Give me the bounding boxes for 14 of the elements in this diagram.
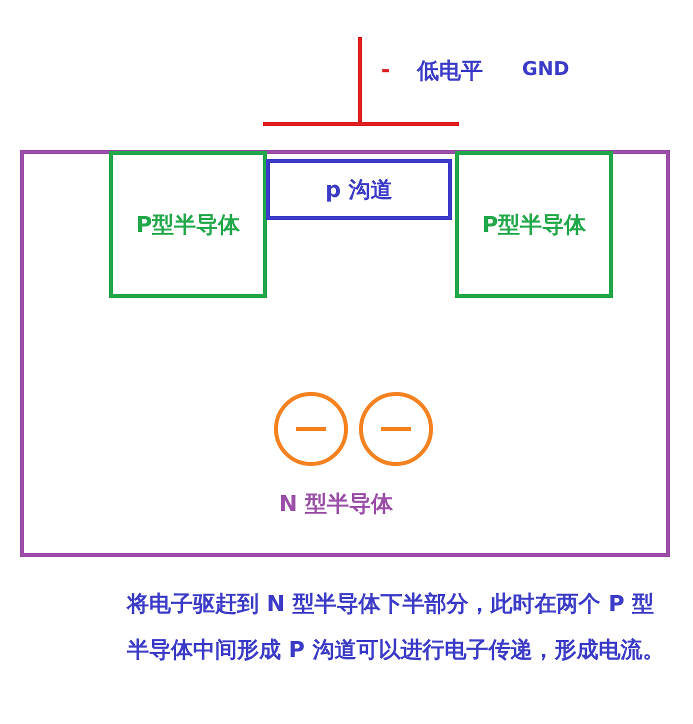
polarity-sign: - bbox=[381, 58, 390, 83]
region-label: P型半导体 bbox=[136, 212, 240, 240]
voltage-label: GND bbox=[522, 58, 570, 80]
semiconductor-region-box bbox=[20, 150, 670, 557]
region-label: P型半导体 bbox=[482, 212, 586, 240]
voltage-label: 低电平 bbox=[417, 58, 483, 86]
semiconductor-region-box bbox=[455, 151, 613, 298]
caption-text: 将电子驱赶到 N 型半导体下半部分，此时在两个 P 型半导体中间形成 P 沟道可以进行电子传递，形成电流。 bbox=[127, 591, 666, 665]
channel-box bbox=[266, 159, 452, 220]
electron-icon bbox=[274, 392, 348, 466]
semiconductor-region-box bbox=[109, 151, 267, 298]
region-label: p 沟道 bbox=[325, 176, 393, 204]
region-label: N 型半导体 bbox=[279, 491, 394, 519]
electron-icon bbox=[359, 392, 433, 466]
